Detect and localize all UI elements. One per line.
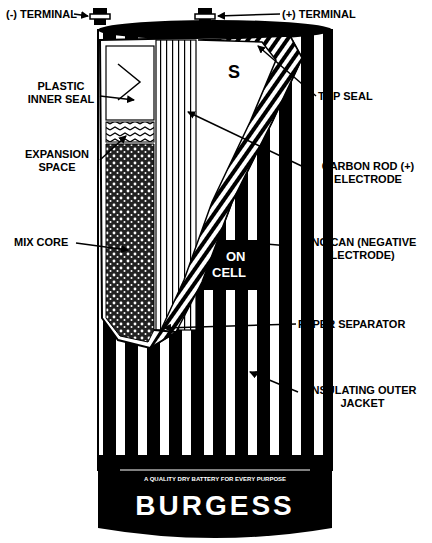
part-label: (-) TERMINAL bbox=[6, 8, 116, 21]
leader-lines bbox=[74, 14, 316, 392]
leader-line bbox=[164, 324, 296, 328]
leader-line bbox=[216, 240, 290, 246]
expansion-space bbox=[106, 122, 154, 142]
jacket-text: CELL bbox=[212, 266, 272, 281]
jacket-text: ON bbox=[226, 250, 266, 265]
part-label: PLASTIC INNER SEAL bbox=[22, 80, 100, 105]
band-line bbox=[120, 470, 310, 471]
tagline-text: A QUALITY DRY BATTERY FOR EVERY PURPOSE bbox=[110, 476, 320, 483]
part-label: (+) TERMINAL bbox=[282, 8, 412, 21]
leader-line bbox=[188, 112, 310, 170]
part-label: EXPANSION SPACE bbox=[12, 148, 102, 173]
bottom-band bbox=[98, 455, 332, 538]
leader-line bbox=[258, 46, 316, 96]
leader-line bbox=[100, 136, 126, 160]
part-label: PAPER SEPARATOR bbox=[298, 318, 432, 331]
jacket-text: S bbox=[228, 62, 258, 83]
leader-line bbox=[76, 243, 128, 250]
positive-terminal bbox=[195, 8, 215, 25]
part-label: ZINC CAN (NEGATIVE ELECTRODE) bbox=[288, 236, 430, 261]
cutaway-section bbox=[100, 36, 302, 348]
leader-line bbox=[250, 372, 298, 392]
paper-separator bbox=[154, 330, 176, 332]
part-label: MIX CORE bbox=[14, 236, 94, 249]
part-label: CARBON ROD (+) ELECTRODE bbox=[312, 160, 424, 185]
leader-line bbox=[218, 14, 280, 16]
part-label: INSULATING OUTER JACKET bbox=[300, 384, 425, 409]
plastic-inner-seal bbox=[106, 46, 154, 120]
part-label: TOP SEAL bbox=[318, 90, 418, 103]
brand-name: BURGESS bbox=[100, 490, 330, 522]
leader-line bbox=[100, 96, 134, 100]
negative-terminal bbox=[90, 8, 110, 25]
zinc-can bbox=[150, 36, 302, 348]
mix-core bbox=[106, 144, 154, 342]
seal-mark bbox=[118, 64, 140, 100]
outer-jacket bbox=[98, 30, 332, 470]
